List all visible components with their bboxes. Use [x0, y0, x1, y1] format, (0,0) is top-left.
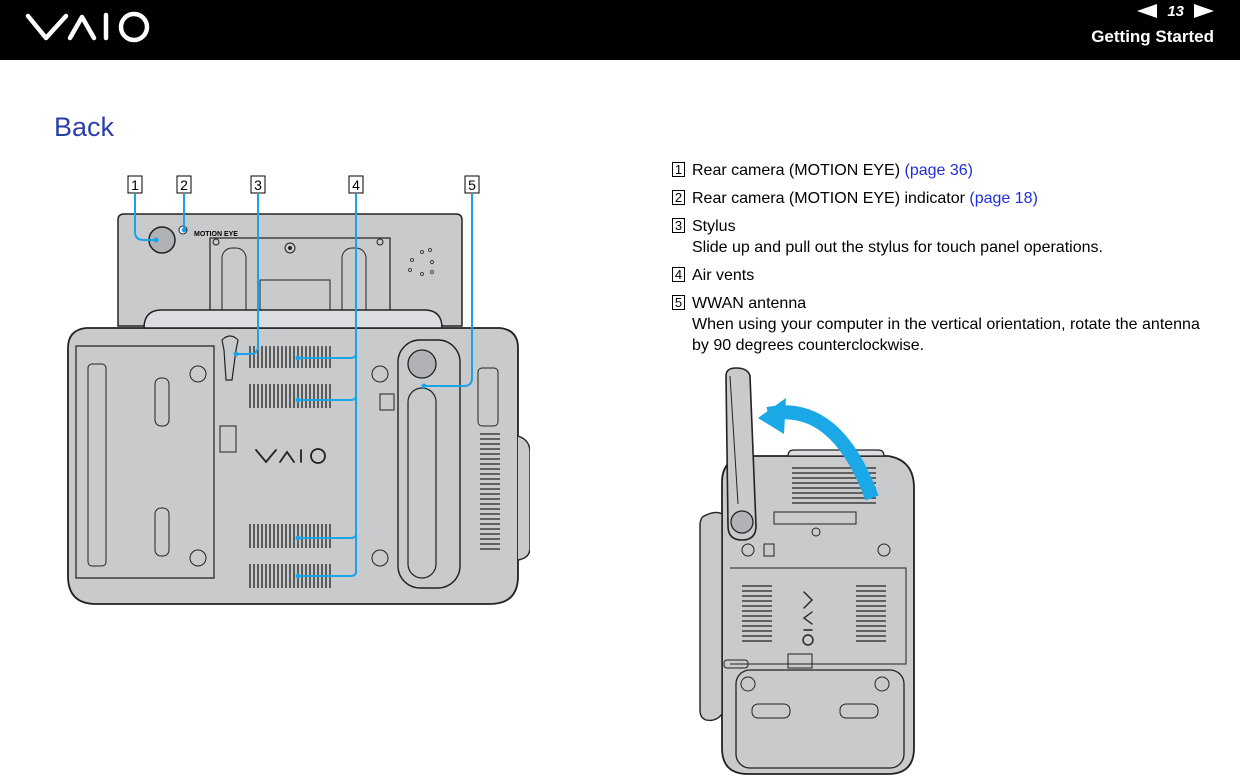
page-link[interactable]: (page 18)	[969, 190, 1038, 207]
list-item: 3 Stylus Slide up and pull out the stylu…	[672, 216, 1212, 258]
item-title: Stylus	[692, 218, 736, 235]
callout-1: 1	[131, 177, 139, 193]
item-number: 1	[672, 162, 685, 177]
item-body: Rear camera (MOTION EYE) indicator (page…	[692, 188, 1038, 209]
callout-4: 4	[352, 177, 360, 193]
feature-list: 1 Rear camera (MOTION EYE) (page 36) 2 R…	[672, 160, 1212, 363]
item-number: 5	[672, 295, 685, 310]
item-title: Air vents	[692, 267, 755, 284]
list-item: 5 WWAN antenna When using your computer …	[672, 293, 1212, 356]
right-triangle-icon[interactable]	[1194, 4, 1214, 18]
callout-2: 2	[180, 177, 188, 193]
list-item: 4 Air vents	[672, 265, 1212, 286]
item-title: Rear camera (MOTION EYE)	[692, 162, 901, 179]
callout-lines	[134, 194, 473, 577]
item-title: WWAN antenna	[692, 295, 807, 312]
page-link[interactable]: (page 36)	[904, 162, 973, 179]
item-number: 4	[672, 267, 685, 282]
item-description: Slide up and pull out the stylus for tou…	[692, 239, 1103, 256]
item-number: 3	[672, 218, 685, 233]
item-body: Stylus Slide up and pull out the stylus …	[692, 216, 1103, 258]
list-item: 1 Rear camera (MOTION EYE) (page 36)	[672, 160, 1212, 181]
left-triangle-icon[interactable]	[1137, 4, 1158, 18]
callout-5: 5	[468, 177, 476, 193]
item-body: Air vents	[692, 265, 754, 286]
antenna-rotation-illustration	[699, 367, 915, 775]
item-body: Rear camera (MOTION EYE) (page 36)	[692, 160, 973, 181]
device-back-illustration: 1 2 3 4 5 MOTION EYE	[67, 175, 530, 605]
vaio-logo	[25, 11, 150, 43]
header-bar: 13 Getting Started	[0, 0, 1240, 60]
page-number: 13	[1167, 2, 1184, 20]
page-heading: Back	[54, 112, 115, 142]
page-navigation: 13	[1137, 2, 1214, 20]
callout-3: 3	[254, 177, 262, 193]
item-body: WWAN antenna When using your computer in…	[692, 293, 1212, 356]
motion-eye-label: MOTION EYE	[194, 231, 238, 238]
list-item: 2 Rear camera (MOTION EYE) indicator (pa…	[672, 188, 1212, 209]
callout-boxes: 1 2 3 4 5	[127, 175, 480, 194]
item-description: When using your computer in the vertical…	[692, 316, 1200, 354]
item-number: 2	[672, 190, 685, 205]
item-title: Rear camera (MOTION EYE) indicator	[692, 190, 965, 207]
section-title: Getting Started	[1091, 27, 1214, 46]
